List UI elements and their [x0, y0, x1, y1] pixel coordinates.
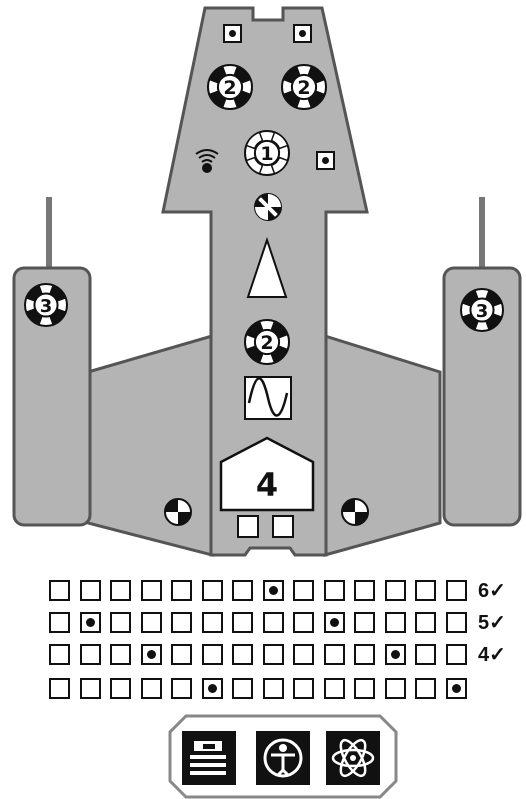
left-antenna [46, 197, 52, 273]
track-cell[interactable] [324, 612, 345, 633]
track-cell[interactable] [232, 580, 253, 601]
track-marker [86, 618, 95, 627]
weapon-slot-icon: 3 [461, 289, 503, 331]
sensor-port-icon [317, 152, 334, 169]
track-cell[interactable] [354, 612, 375, 633]
atom-icon[interactable] [326, 731, 380, 785]
track-cell[interactable] [354, 580, 375, 601]
track-cell[interactable] [293, 580, 314, 601]
track-cell[interactable] [385, 644, 406, 665]
track-cell[interactable] [263, 644, 284, 665]
weapon-level-label: 2 [223, 77, 236, 99]
track-cell[interactable] [49, 580, 70, 601]
track-cell[interactable] [80, 678, 101, 699]
track-cell[interactable] [263, 678, 284, 699]
weapon-slot-icon: 2 [282, 65, 326, 109]
cockpit-port-icon [224, 25, 241, 42]
weapon-slot-icon: 3 [25, 284, 67, 326]
track-cell[interactable] [141, 580, 162, 601]
engine-square-icon [238, 516, 258, 537]
track-cell[interactable] [171, 678, 192, 699]
ship-board: 2 2 1 3 3 2 4 [0, 0, 526, 570]
track-cell[interactable] [49, 612, 70, 633]
docking-icon[interactable] [182, 731, 236, 785]
track-cell[interactable] [354, 678, 375, 699]
track-cell[interactable] [385, 678, 406, 699]
right-wing [325, 336, 440, 555]
weapon-slot-icon: 1 [245, 131, 289, 175]
track-cell[interactable] [446, 612, 467, 633]
track-cell[interactable] [324, 580, 345, 601]
track-cell[interactable] [80, 612, 101, 633]
track-cell[interactable] [171, 580, 192, 601]
track-marker [147, 650, 156, 659]
track-cell[interactable] [141, 644, 162, 665]
track-cell[interactable] [202, 644, 223, 665]
weapon-level-label: 2 [260, 332, 273, 354]
track-cell[interactable] [171, 612, 192, 633]
track-cell[interactable] [385, 612, 406, 633]
weapon-slot-icon: 2 [245, 320, 289, 364]
track-cell[interactable] [110, 644, 131, 665]
track-cell[interactable] [293, 644, 314, 665]
track-cell[interactable] [415, 612, 436, 633]
reactor-value: 4 [256, 466, 278, 504]
track-cell[interactable] [202, 678, 223, 699]
track-cell[interactable] [232, 678, 253, 699]
weapon-level-label: 1 [260, 143, 273, 165]
track-cell[interactable] [415, 580, 436, 601]
track-label: 4✓ [478, 645, 506, 666]
track-cell[interactable] [49, 644, 70, 665]
track-marker [208, 684, 217, 693]
sine-wave-icon [245, 377, 291, 419]
track-cell[interactable] [49, 678, 70, 699]
track-label: 6✓ [478, 581, 506, 602]
track-label: 5✓ [478, 613, 506, 634]
track-cell[interactable] [263, 612, 284, 633]
weapon-level-label: 3 [40, 296, 53, 317]
right-antenna [479, 197, 485, 273]
track-cell[interactable] [354, 644, 375, 665]
track-marker [330, 618, 339, 627]
track-cell[interactable] [263, 580, 284, 601]
track-cell[interactable] [385, 580, 406, 601]
track-cell[interactable] [110, 580, 131, 601]
xwing-slot-icon [165, 499, 191, 525]
track-cell[interactable] [324, 678, 345, 699]
track-cell[interactable] [324, 644, 345, 665]
track-cell[interactable] [293, 678, 314, 699]
track-marker [452, 684, 461, 693]
track-cell[interactable] [446, 580, 467, 601]
track-cell[interactable] [110, 612, 131, 633]
track-cell[interactable] [446, 678, 467, 699]
track-cell[interactable] [202, 580, 223, 601]
track-cell[interactable] [171, 644, 192, 665]
track-cell[interactable] [110, 678, 131, 699]
track-cell[interactable] [80, 644, 101, 665]
xwing-slot-icon [342, 499, 368, 525]
track-marker [269, 586, 278, 595]
track-cell[interactable] [415, 678, 436, 699]
track-cell[interactable] [415, 644, 436, 665]
weapon-slot-icon: 2 [208, 65, 252, 109]
crew-icon[interactable] [256, 731, 310, 785]
weapon-level-label: 3 [476, 301, 489, 322]
track-cell[interactable] [80, 580, 101, 601]
track-cell[interactable] [141, 678, 162, 699]
track-cell[interactable] [202, 612, 223, 633]
track-cell[interactable] [293, 612, 314, 633]
weapon-level-label: 2 [297, 77, 310, 99]
left-wing [88, 336, 212, 555]
track-cell[interactable] [446, 644, 467, 665]
track-cell[interactable] [232, 612, 253, 633]
track-cell[interactable] [141, 612, 162, 633]
engine-square-icon [273, 516, 293, 537]
xwing-slot-icon [255, 194, 281, 220]
cockpit-port-icon [294, 25, 311, 42]
track-cell[interactable] [232, 644, 253, 665]
track-marker [391, 650, 400, 659]
